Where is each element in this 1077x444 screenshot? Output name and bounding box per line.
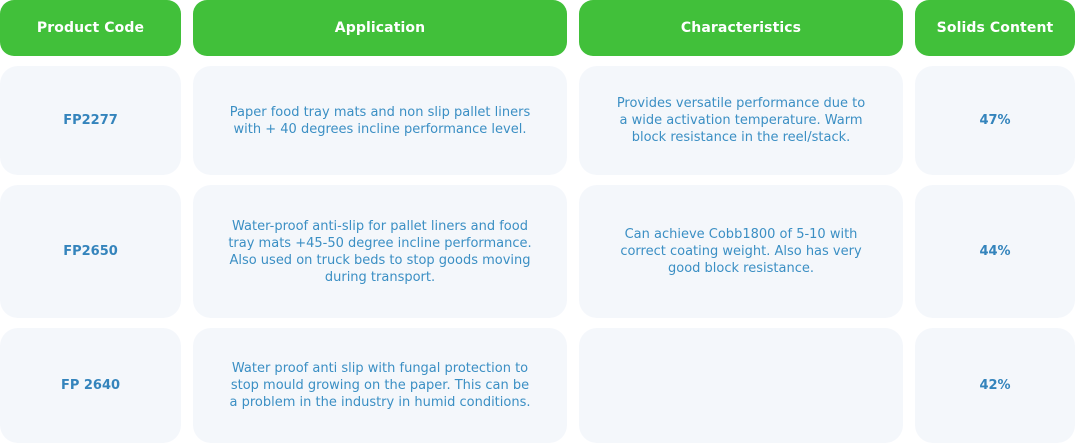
row-2-solids-content: 44% xyxy=(915,185,1075,318)
row-1-solids-content: 47% xyxy=(915,66,1075,175)
row-2-product-code: FP2650 xyxy=(0,185,181,318)
header-solids-content: Solids Content xyxy=(915,0,1075,56)
row-3-product-code: FP 2640 xyxy=(0,328,181,443)
row-2-characteristics: Can achieve Cobb1800 of 5-10 with correc… xyxy=(579,185,903,318)
row-1-product-code: FP2277 xyxy=(0,66,181,175)
row-2-application: Water-proof anti-slip for pallet liners … xyxy=(193,185,567,318)
row-1-application: Paper food tray mats and non slip pallet… xyxy=(193,66,567,175)
row-1-characteristics: Provides versatile performance due to a … xyxy=(579,66,903,175)
header-application: Application xyxy=(193,0,567,56)
header-characteristics: Characteristics xyxy=(579,0,903,56)
row-3-characteristics xyxy=(579,328,903,443)
header-product-code: Product Code xyxy=(0,0,181,56)
row-3-solids-content: 42% xyxy=(915,328,1075,443)
row-3-application: Water proof anti slip with fungal protec… xyxy=(193,328,567,443)
